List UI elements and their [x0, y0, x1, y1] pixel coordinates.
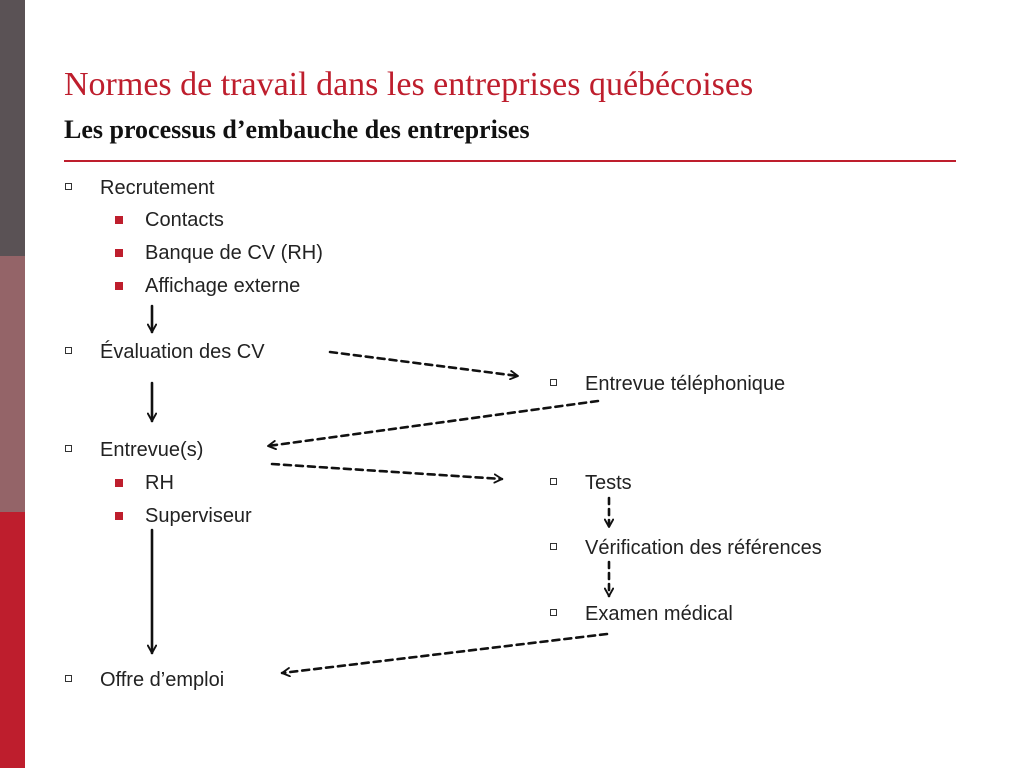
slide-title: Normes de travail dans les entreprises q…: [64, 66, 754, 103]
hollow-square-bullet-icon: [65, 183, 72, 190]
arrow-examen-to-offre: [280, 632, 609, 673]
step-label: Recrutement: [100, 177, 215, 199]
solid-square-bullet-icon: [115, 479, 123, 487]
step-label: Entrevue téléphonique: [585, 373, 786, 395]
step-label: Examen médical: [585, 603, 733, 625]
step-label: Entrevue(s): [100, 439, 204, 461]
sub-item-label: Banque de CV (RH): [145, 242, 323, 264]
hollow-square-bullet-icon: [65, 675, 72, 682]
step-label: Évaluation des CV: [100, 341, 265, 363]
hollow-square-bullet-icon: [550, 543, 557, 550]
title-divider: [64, 160, 956, 162]
solid-square-bullet-icon: [115, 282, 123, 290]
arrow-entrevues-to-tests: [270, 462, 504, 479]
hollow-square-bullet-icon: [65, 445, 72, 452]
sub-item-label: Superviseur: [145, 505, 252, 527]
hollow-square-bullet-icon: [65, 347, 72, 354]
side-band-top: [0, 0, 25, 256]
hollow-square-bullet-icon: [550, 379, 557, 386]
slide-subtitle: Les processus d’embauche des entreprises: [64, 115, 530, 144]
arrow-evaluation-to-entrevue-tel: [328, 350, 520, 376]
step-label: Vérification des références: [585, 537, 822, 559]
sub-item-label: Affichage externe: [145, 275, 301, 297]
sub-item-label: Contacts: [145, 209, 224, 231]
step-label: Tests: [585, 472, 632, 494]
hollow-square-bullet-icon: [550, 609, 557, 616]
arrow-entrevue-tel-to-entrevues: [266, 399, 600, 446]
solid-square-bullet-icon: [115, 216, 123, 224]
sub-item-label: RH: [145, 472, 174, 494]
side-band-middle: [0, 256, 25, 512]
solid-square-bullet-icon: [115, 512, 123, 520]
side-band-bottom: [0, 512, 25, 768]
hollow-square-bullet-icon: [550, 478, 557, 485]
step-label: Offre d’emploi: [100, 669, 225, 691]
solid-square-bullet-icon: [115, 249, 123, 257]
